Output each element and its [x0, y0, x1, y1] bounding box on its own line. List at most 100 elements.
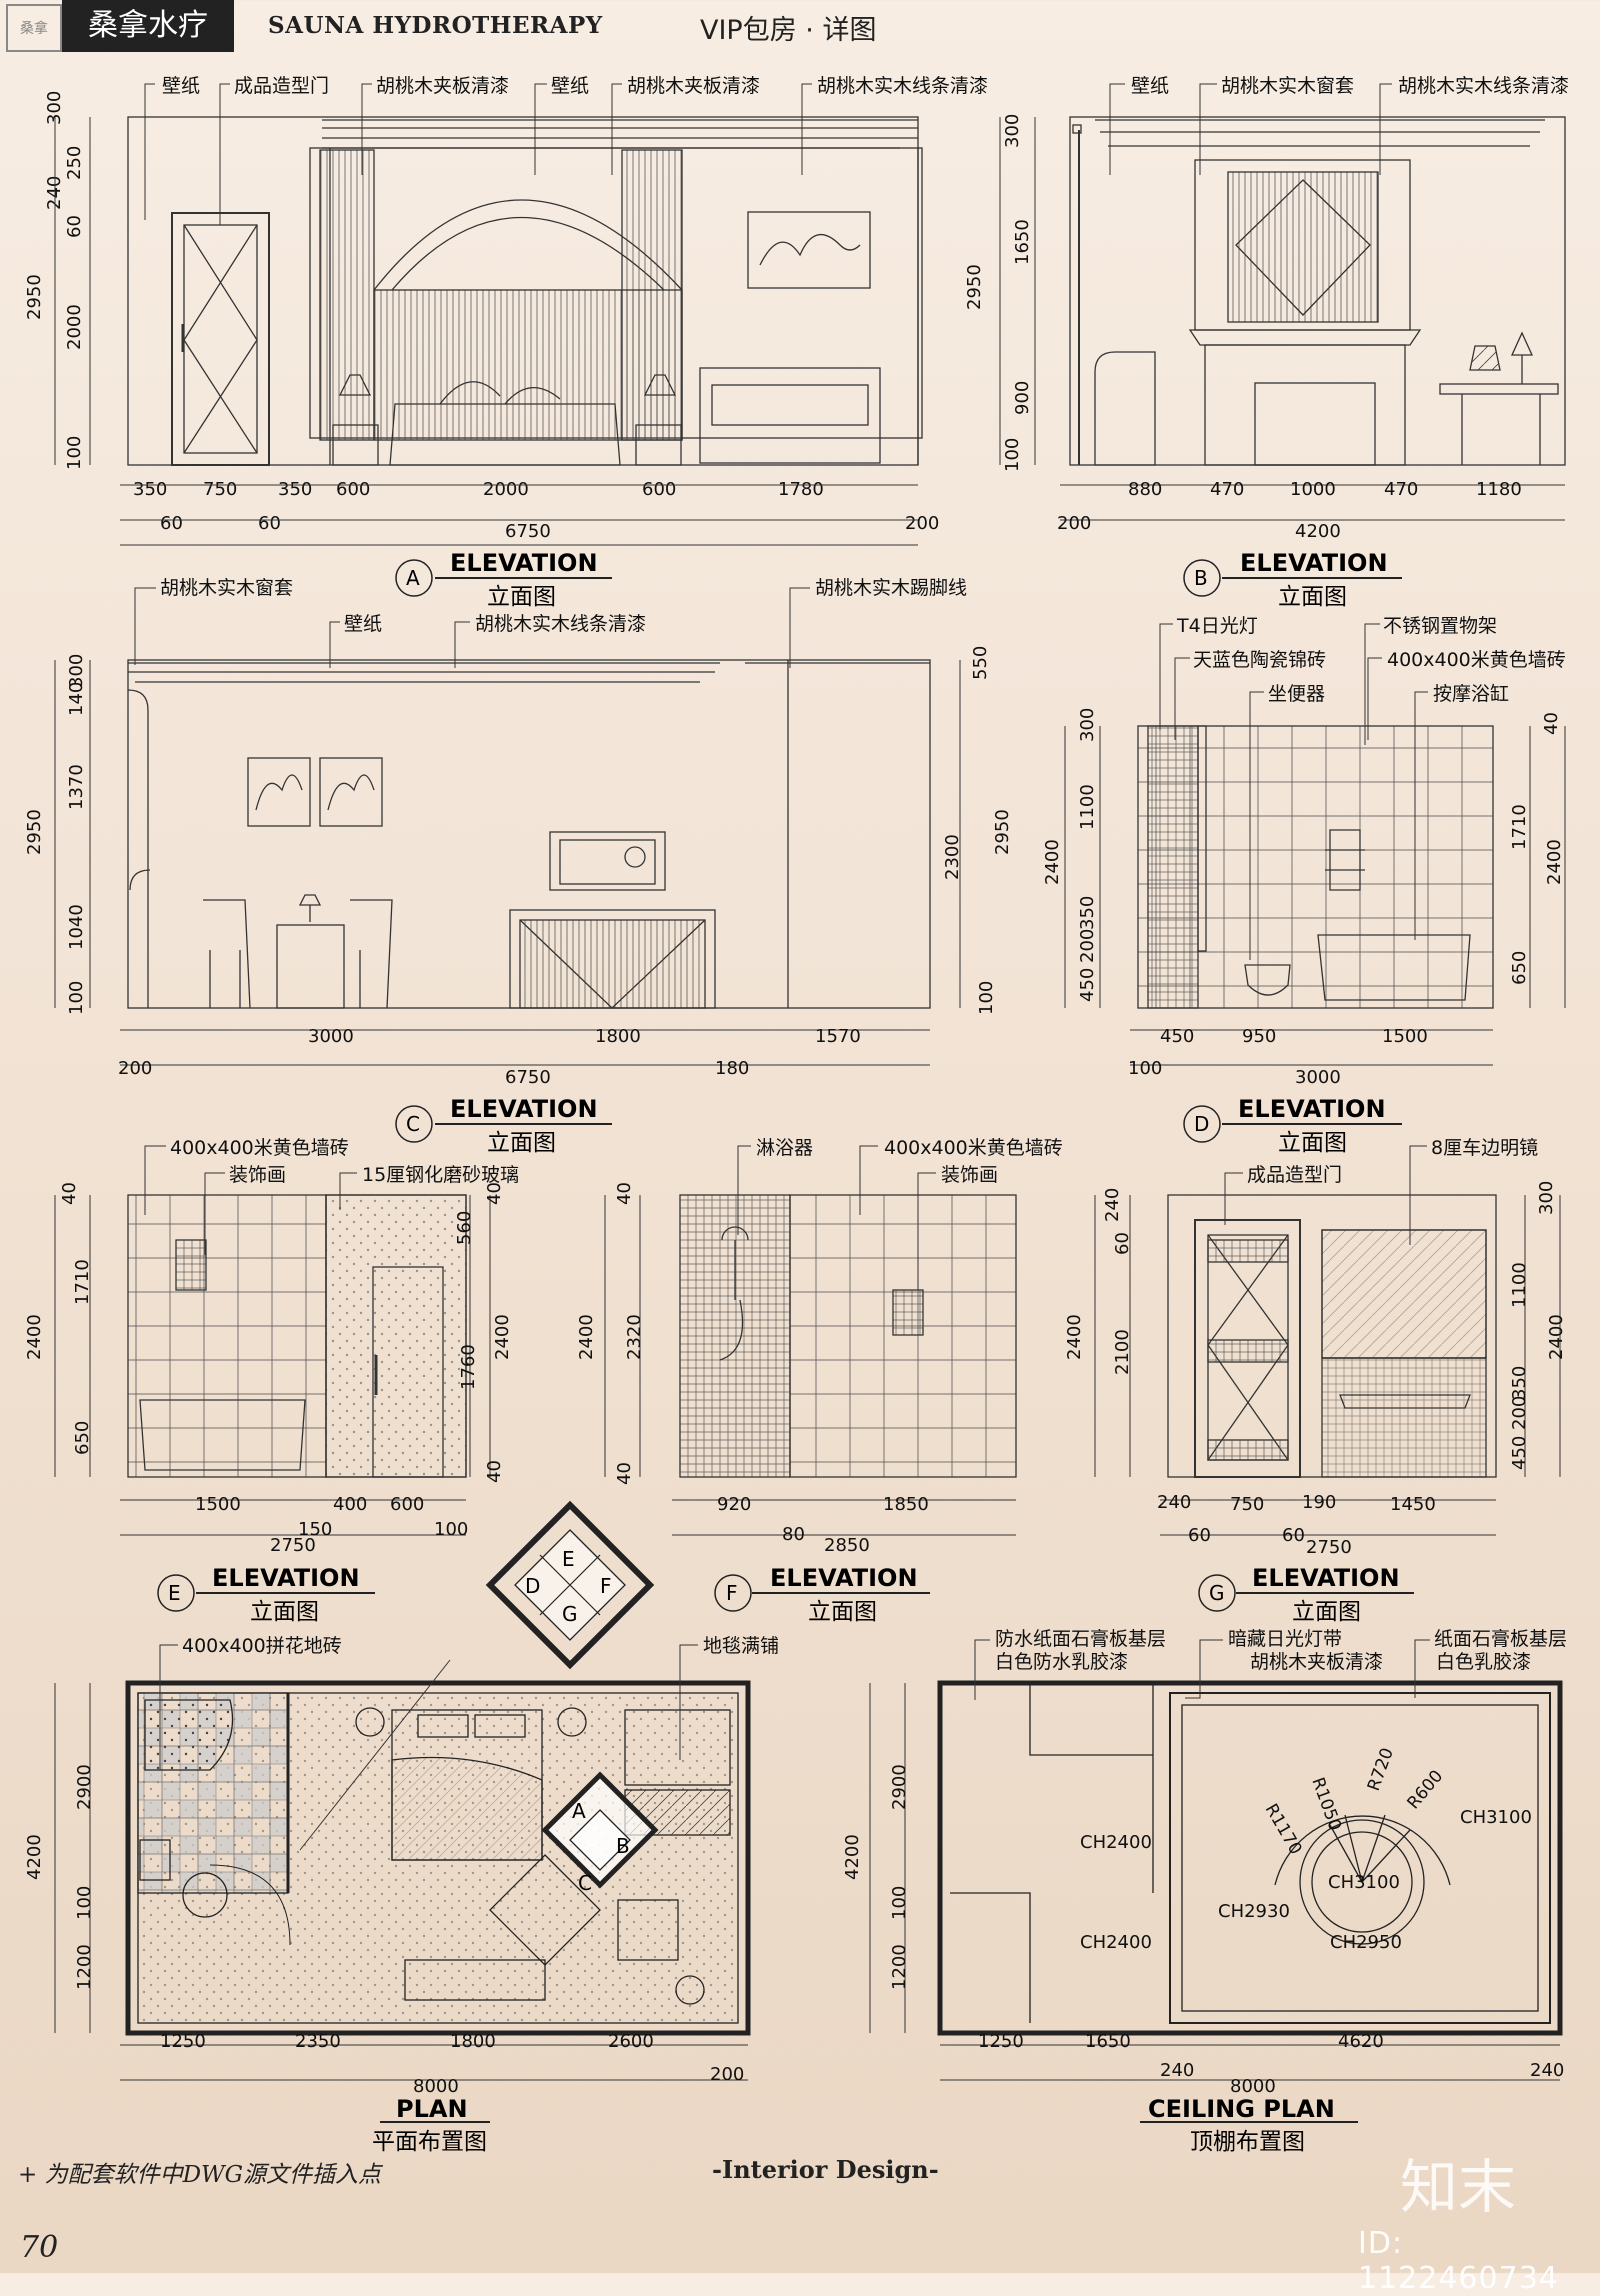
dim: 1800 [450, 2031, 496, 2052]
label-c-1: 壁纸 [344, 613, 382, 635]
view-title-en: ELEVATION [770, 1564, 918, 1592]
dim: 2100 [1112, 1329, 1133, 1375]
radius-label: R600 [1404, 1766, 1448, 1813]
radius-label: R1170 [1261, 1801, 1306, 1859]
dim: 100 [976, 981, 997, 1015]
view-title-en: ELEVATION [212, 1564, 360, 1592]
view-letter: B [1194, 566, 1208, 590]
ceiling-plan-labels: 防水纸面石膏板基层 白色防水乳胶漆 暗藏日光灯带 胡桃木夹板清漆 纸面石膏板基层… [995, 1627, 1567, 1673]
dim: 2400 [576, 1314, 597, 1360]
elevation-f [679, 1194, 1017, 1478]
label-c-2: 胡桃木实木线条清漆 [475, 613, 646, 635]
dim-total: 4200 [1295, 521, 1341, 542]
dim: 350 [1077, 896, 1098, 930]
view-title-cn: 平面布置图 [372, 2129, 487, 2155]
dim: 300 [1002, 114, 1023, 148]
dim: 60 [64, 215, 85, 238]
dim: 1100 [1509, 1262, 1530, 1308]
dim: 600 [390, 1494, 424, 1515]
view-letter: F [726, 1581, 738, 1605]
key-plan-edfg: E D F G [485, 1500, 655, 1670]
label-d-1: 不锈钢置物架 [1383, 615, 1497, 637]
dim-total: 2750 [270, 1535, 316, 1556]
dim: 1040 [66, 904, 87, 950]
dim: 60 [1188, 1525, 1211, 1546]
elevation-d-labels: T4日光灯 不锈钢置物架 天蓝色陶瓷锦砖 400x400米黄色墙砖 坐便器 按摩… [1176, 615, 1566, 705]
dim: 240 [1102, 1188, 1123, 1222]
elevation-b-dims: 300 1650 2950 900 100 880 470 1000 470 1… [964, 114, 1522, 542]
label-f-1: 400x400米黄色墙砖 [884, 1137, 1063, 1159]
elevation-g-dims: 240 60 2400 2100 300 1100 2400 350 200 4… [1064, 1181, 1567, 1558]
label-c-0: 胡桃木实木窗套 [160, 577, 293, 599]
elevation-e-labels: 400x400米黄色墙砖 装饰画 15厘钢化磨砂玻璃 [170, 1137, 519, 1186]
dim: 190 [1302, 1492, 1336, 1513]
dim-total: 6750 [505, 1067, 551, 1088]
label-ceil-0: 防水纸面石膏板基层 [995, 1627, 1166, 1650]
floor-plan-labels: 400x400拼花地砖 地毯满铺 [182, 1635, 779, 1657]
dim: 550 [970, 646, 991, 680]
dim: 1200 [74, 1944, 95, 1990]
label-plan-0: 400x400拼花地砖 [182, 1635, 342, 1657]
view-title-cn: 立面图 [487, 1130, 556, 1156]
dim: 1710 [1509, 804, 1530, 850]
view-title-en: ELEVATION [1240, 549, 1388, 577]
dim: 100 [1128, 1058, 1162, 1079]
label-b-2: 胡桃木实木线条清漆 [1398, 75, 1569, 97]
elevation-a-labels: 壁纸 成品造型门 胡桃木夹板清漆 壁纸 胡桃木夹板清漆 胡桃木实木线条清漆 [162, 75, 988, 97]
dim: 200 [710, 2064, 744, 2085]
ceiling-height: CH3100 [1460, 1807, 1532, 1828]
key-letter: D [525, 1574, 540, 1598]
label-ceil-3: 胡桃木夹板清漆 [1250, 1651, 1383, 1673]
title-e: E ELEVATION 立面图 [157, 1564, 375, 1625]
dim: 4200 [24, 1834, 45, 1880]
dim: 2400 [492, 1314, 513, 1360]
footnote: + 为配套软件中DWG源文件插入点 [18, 2162, 382, 2188]
dim: 100 [64, 436, 85, 470]
ceiling-height: CH2950 [1330, 1932, 1402, 1953]
elevation-d [1137, 725, 1494, 1009]
image-id: ID: 1122460734 [1358, 2226, 1559, 2296]
dim: 2400 [1042, 839, 1063, 885]
dim: 3000 [308, 1026, 354, 1047]
title-d: D ELEVATION 立面图 [1183, 1095, 1402, 1156]
view-title-cn: 立面图 [487, 584, 556, 610]
dim: 300 [1536, 1181, 1557, 1215]
dim: 650 [1509, 951, 1530, 985]
label-d-3: 400x400米黄色墙砖 [1387, 649, 1566, 671]
key-letter: C [578, 1871, 592, 1895]
ceiling-heights: CH2400 CH2400 CH2930 CH3100 CH2950 CH310… [1080, 1807, 1532, 1953]
view-title-en: PLAN [396, 2095, 468, 2123]
dim: 200 [1509, 1396, 1530, 1430]
label-a-4: 胡桃木夹板清漆 [627, 75, 760, 97]
dim: 2950 [992, 809, 1013, 855]
dim: 100 [66, 981, 87, 1015]
dim: 950 [1242, 1026, 1276, 1047]
dim: 200 [1077, 929, 1098, 963]
dim: 2900 [889, 1764, 910, 1810]
elevation-f-labels: 淋浴器 400x400米黄色墙砖 装饰画 [756, 1137, 1063, 1186]
dim: 4200 [842, 1834, 863, 1880]
dim: 40 [59, 1182, 80, 1205]
label-f-0: 淋浴器 [756, 1137, 813, 1159]
view-letter: D [1194, 1112, 1209, 1136]
dim: 1800 [595, 1026, 641, 1047]
label-e-2: 15厘钢化磨砂玻璃 [362, 1164, 519, 1186]
dim: 60 [1282, 1525, 1305, 1546]
view-letter: E [168, 1581, 181, 1605]
ceiling-height: CH3100 [1328, 1872, 1400, 1893]
dim: 200 [1057, 513, 1091, 534]
title-f: F ELEVATION 立面图 [714, 1564, 930, 1625]
label-d-4: 坐便器 [1268, 683, 1325, 705]
label-a-2: 胡桃木夹板清漆 [376, 75, 509, 97]
dim: 200 [118, 1058, 152, 1079]
label-e-1: 装饰画 [229, 1164, 286, 1186]
dim: 400 [333, 1494, 367, 1515]
dim: 150 [298, 1519, 332, 1540]
dim: 300 [66, 654, 87, 688]
dim: 240 [1160, 2060, 1194, 2081]
page-number: 70 [20, 2230, 59, 2265]
view-title-cn: 立面图 [808, 1599, 877, 1625]
dim: 650 [72, 1421, 93, 1455]
dim: 2320 [624, 1314, 645, 1360]
title-a: A ELEVATION 立面图 [395, 549, 612, 610]
